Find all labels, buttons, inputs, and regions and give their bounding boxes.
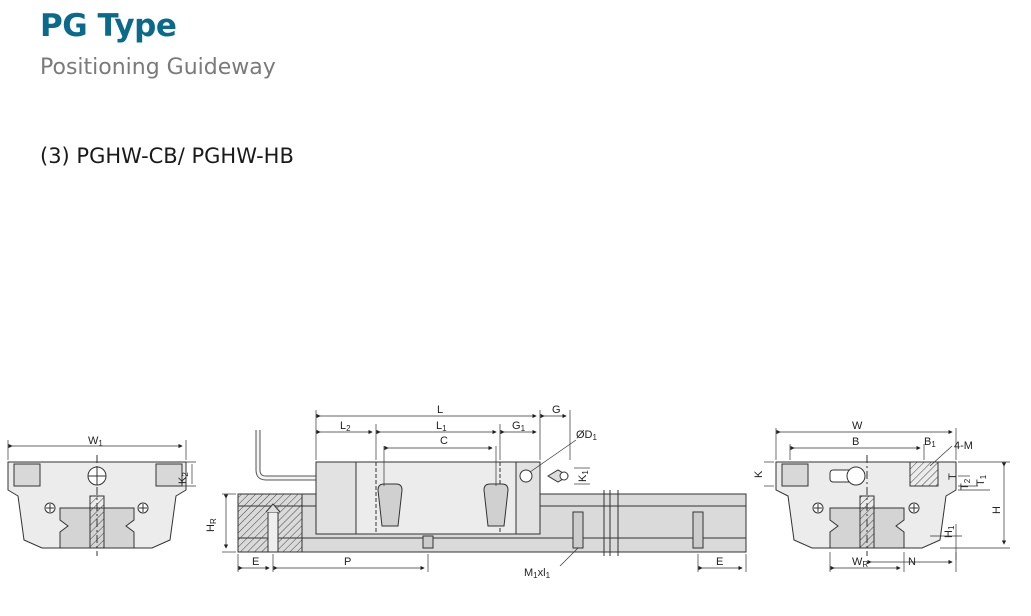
dim-m1xl1: M1xl1: [524, 567, 551, 580]
dim-e-left: E: [252, 556, 259, 568]
dim-hr: HR: [205, 518, 218, 532]
dim-g1: G1: [512, 420, 526, 433]
dim-d1: ØD1: [576, 429, 598, 442]
page-title: PG Type: [40, 8, 177, 44]
front-view: [7, 440, 196, 556]
dim-4m: 4-M: [954, 440, 973, 452]
dim-wr: WR: [852, 556, 868, 569]
dim-l1: L1: [436, 420, 447, 433]
dim-k2: K2: [177, 472, 190, 484]
section-heading: (3) PGHW-CB/ PGHW-HB: [40, 144, 294, 168]
dim-l: L: [437, 404, 443, 416]
dim-p: P: [344, 556, 351, 568]
dim-t2: T2: [959, 478, 972, 490]
dim-b1: B1: [924, 436, 936, 449]
page-subtitle: Positioning Guideway: [40, 55, 276, 80]
dim-t1: T1: [975, 474, 988, 486]
dim-c: C: [440, 435, 448, 447]
dim-g: G: [552, 404, 561, 416]
dim-w: W: [852, 420, 863, 432]
dim-e-right: E: [716, 556, 723, 568]
dim-k1: K1: [577, 470, 590, 482]
dim-h1: H1: [943, 525, 956, 538]
dim-b: B: [852, 436, 859, 448]
side-view: [222, 410, 747, 572]
dim-l2: L2: [340, 420, 351, 433]
dim-k: K: [753, 470, 765, 478]
dim-h: H: [991, 506, 1003, 514]
dim-w1: W1: [88, 435, 103, 448]
end-view: [764, 428, 1010, 572]
dim-t: T: [947, 473, 959, 480]
dim-n: N: [908, 556, 916, 568]
